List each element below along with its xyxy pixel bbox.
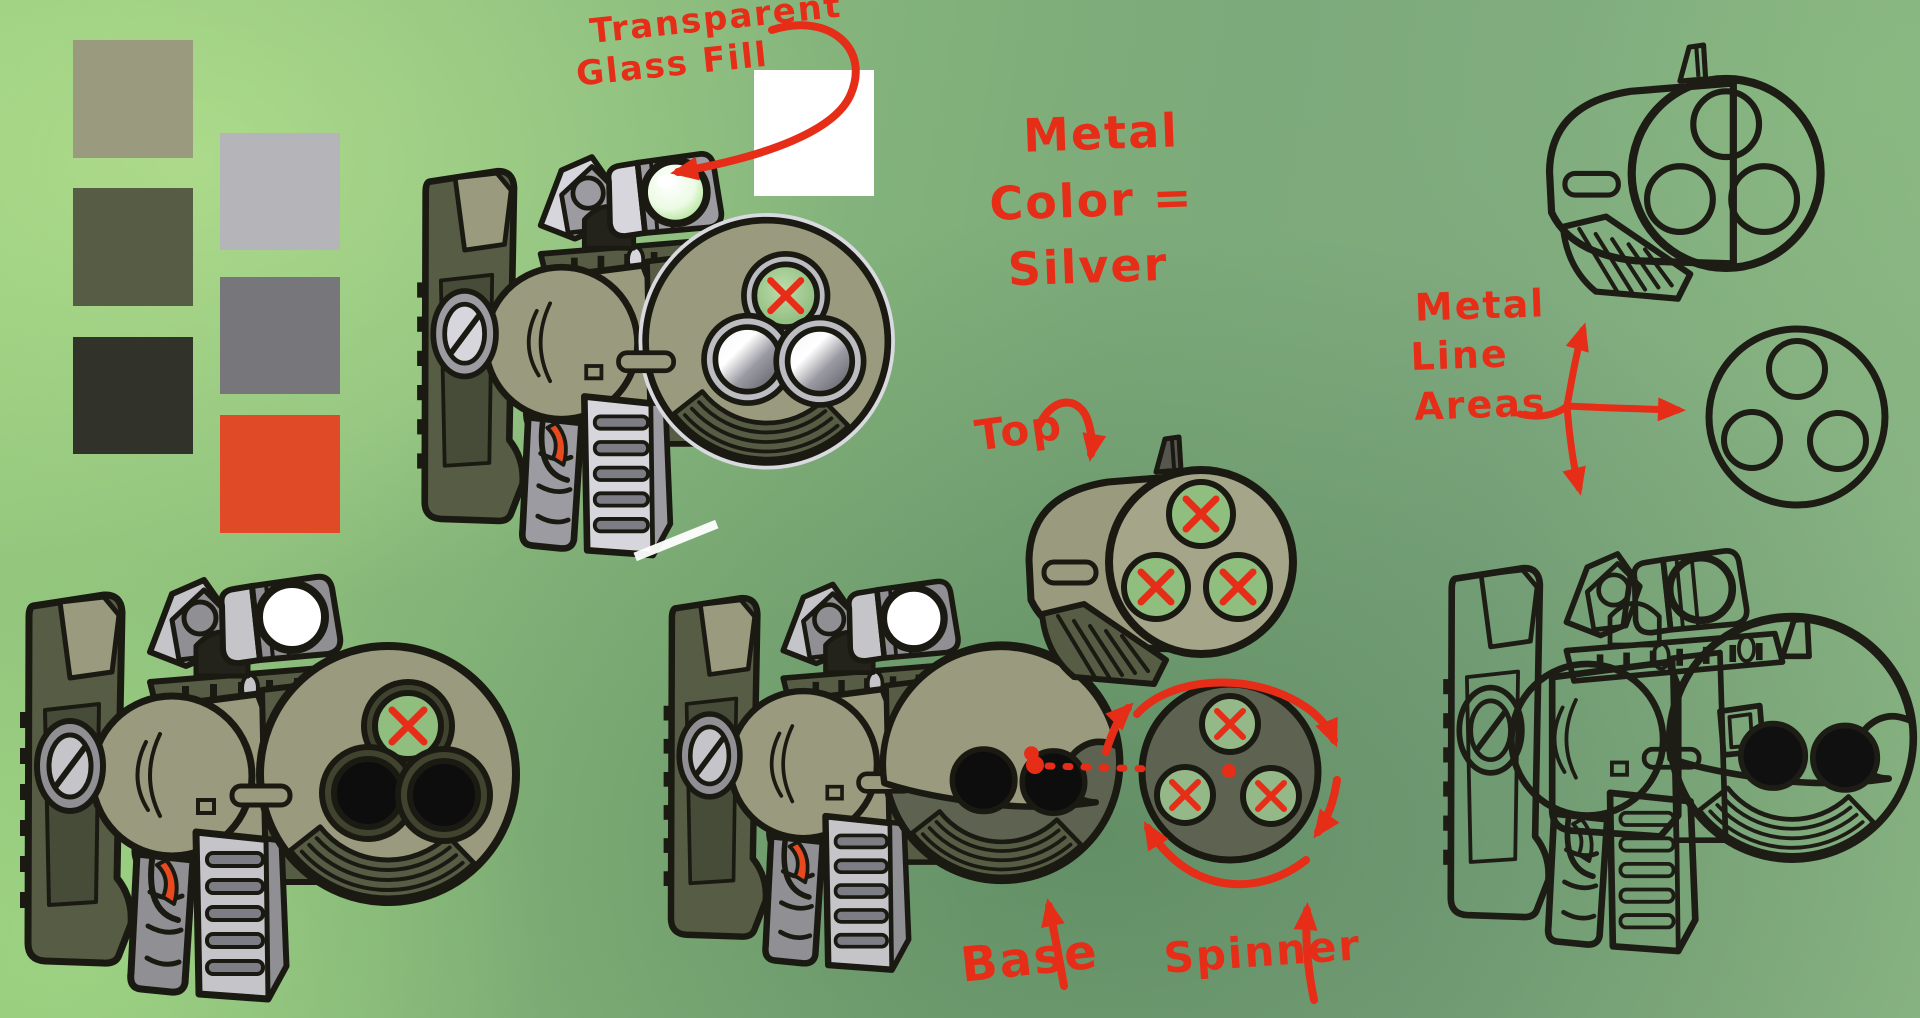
- palette-swatch-dark-olive: [73, 188, 193, 306]
- metal-color-note: Metal Color = Silver: [986, 97, 1197, 304]
- stock: [1447, 564, 1552, 921]
- gun-svg: [1443, 548, 1918, 955]
- top-rail: [1563, 630, 1786, 684]
- trigger: [787, 840, 810, 885]
- x-marker: [1182, 495, 1220, 533]
- muzzle-hole: [1737, 720, 1809, 791]
- scope-mount: [1563, 551, 1634, 639]
- side-slot: [1041, 559, 1099, 586]
- metal-line-note-line3: Areas: [1413, 380, 1548, 429]
- muzzle-hole: [331, 756, 405, 830]
- sight-fin: [1677, 42, 1709, 84]
- muzzle-hole: [784, 326, 856, 397]
- muzzle-crescent: [1665, 615, 1914, 787]
- x-marker: [767, 277, 805, 315]
- barrel-svg: [1545, 42, 1825, 302]
- palette-swatch-orange-red: [220, 415, 340, 533]
- palette-swatch-khaki: [73, 40, 193, 158]
- spinner-svg: [1138, 680, 1322, 864]
- metal-line-areas-note: Metal Line Areas: [1408, 279, 1550, 432]
- barrel-hole: [1690, 88, 1763, 161]
- spinner-label: Spinner: [1162, 920, 1363, 983]
- muzzle-hole: [407, 758, 481, 832]
- pistol-grip: [1544, 810, 1611, 948]
- x-marker: [388, 706, 428, 746]
- spinner-svg: [1705, 325, 1889, 509]
- barrel-svg: [1025, 434, 1297, 687]
- lineart-barrel-illustration: [1538, 42, 1826, 309]
- trigger: [1571, 817, 1594, 863]
- scope-lens-icon: [879, 584, 948, 653]
- metal-color-note-line3: Silver: [1006, 237, 1170, 297]
- metal-line-right-arrow: [1563, 397, 1686, 422]
- x-marker: [1169, 779, 1201, 811]
- muzzle-hole: [1810, 722, 1881, 793]
- scope-lens-icon: [1665, 553, 1737, 625]
- rendered-gun-illustration: [398, 138, 935, 575]
- metal-line-down-arrow: [1562, 402, 1586, 496]
- scope-lens-icon: [255, 580, 329, 654]
- palette-swatch-silver-mid: [220, 277, 340, 394]
- spinner-hole: [1721, 409, 1783, 471]
- scope-knob: [181, 599, 219, 637]
- drum-face: [1627, 74, 1825, 273]
- scope-knob: [1596, 572, 1632, 608]
- lineart-spinner-illustration: [1702, 322, 1892, 512]
- spinner-hole: [1807, 410, 1869, 472]
- scope-lens-icon: [640, 157, 711, 228]
- scope-tube: [1660, 548, 1750, 633]
- scope-knob: [570, 175, 606, 211]
- metal-line-note-line2: Line: [1409, 331, 1510, 380]
- x-marker: [1255, 780, 1287, 812]
- muzzle-hole: [949, 746, 1018, 815]
- metal-color-note-line2: Color =: [988, 169, 1195, 231]
- lineart-gun-illustration: [1424, 535, 1920, 971]
- metal-line-note-line1: Metal: [1414, 281, 1546, 330]
- barrel-hole: [1728, 163, 1801, 236]
- side-slot: [1562, 170, 1621, 198]
- gun-svg: [417, 151, 895, 559]
- flat-color-gun-illustration: [0, 560, 565, 1018]
- x-marker: [1219, 568, 1257, 606]
- screw-boss: [1456, 684, 1525, 776]
- muzzle-hole: [712, 324, 783, 395]
- spinner-hole: [1766, 338, 1828, 400]
- gun-svg: [20, 573, 520, 1003]
- scope-knob: [812, 602, 847, 637]
- spinner-disc-illustration: [1135, 677, 1325, 867]
- palette-swatch-charcoal-olive: [73, 337, 193, 454]
- sight-fin: [1779, 615, 1812, 660]
- side-slot: [229, 783, 293, 808]
- sight-fin: [1153, 434, 1184, 475]
- trigger: [545, 421, 568, 467]
- metal-color-note-line1: Metal: [1022, 103, 1180, 163]
- top-barrel-illustration: [1018, 434, 1298, 694]
- x-marker: [1137, 568, 1175, 606]
- barrel-hole: [1644, 163, 1716, 236]
- spinner-face: [1705, 325, 1889, 509]
- align-dot: [1024, 746, 1039, 761]
- side-slot: [616, 350, 676, 374]
- trigger: [155, 858, 179, 906]
- palette-swatch-silver-light: [220, 133, 340, 250]
